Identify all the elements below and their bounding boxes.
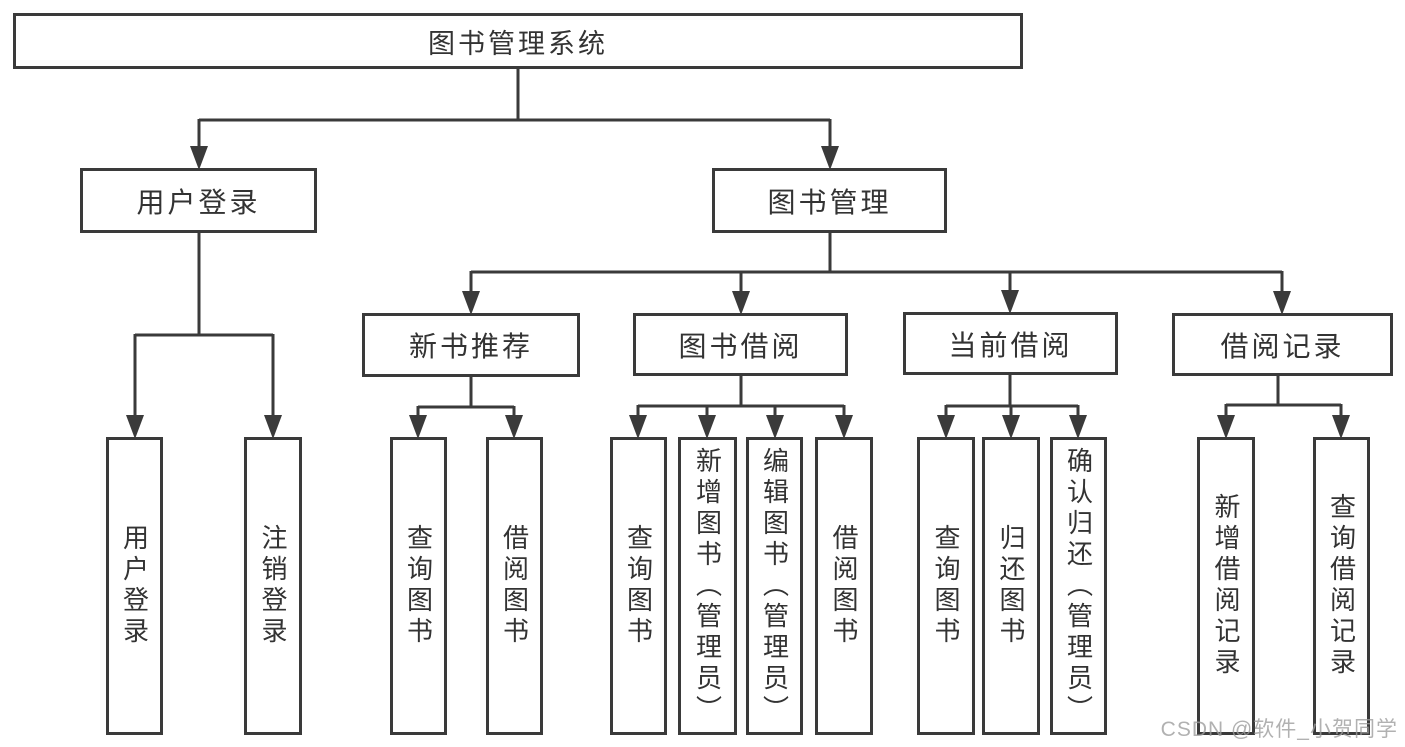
arrowhead [1217, 415, 1235, 439]
leaf-edit-book-admin: 编辑图书（管理员） [746, 437, 803, 735]
leaf-return-book-label: 归还图书 [996, 524, 1026, 648]
arrowhead [1332, 415, 1350, 439]
arrowhead [937, 415, 955, 439]
node-root: 图书管理系统 [13, 13, 1023, 69]
arrowhead [264, 415, 282, 439]
arrowhead [1002, 415, 1020, 439]
arrowhead [1069, 415, 1087, 439]
leaf-user-login-label: 用户登录 [119, 524, 150, 648]
node-book-management: 图书管理 [712, 168, 947, 233]
node-book-borrow: 图书借阅 [633, 313, 848, 376]
arrowhead [732, 291, 750, 315]
arrowhead [1273, 291, 1291, 315]
node-book-management-label: 图书管理 [767, 186, 892, 218]
leaf-edit-book-admin-label: 编辑图书（管理员） [759, 446, 790, 726]
arrowhead [629, 415, 647, 439]
arrowhead [698, 415, 716, 439]
leaf-query-borrow-record: 查询借阅记录 [1313, 437, 1370, 735]
arrowhead [190, 146, 208, 170]
leaf-query-books-recommend-label: 查询图书 [403, 524, 434, 648]
node-current-borrow-label: 当前借阅 [948, 329, 1073, 361]
leaf-query-borrow-record-label: 查询借阅记录 [1326, 493, 1357, 679]
node-new-book-recommend-label: 新书推荐 [408, 331, 533, 362]
arrowhead [462, 291, 480, 315]
node-new-book-recommend: 新书推荐 [362, 313, 580, 377]
arrowhead [126, 415, 144, 439]
leaf-add-borrow-record-label: 新增借阅记录 [1211, 493, 1241, 679]
leaf-borrow-books-label: 借阅图书 [829, 524, 859, 648]
leaf-return-book: 归还图书 [982, 437, 1040, 735]
leaf-query-books-current-label: 查询图书 [931, 524, 961, 648]
node-borrow-record-label: 借阅记录 [1220, 330, 1345, 362]
leaf-add-book-admin: 新增图书（管理员） [678, 437, 737, 735]
arrowhead [505, 415, 523, 439]
leaf-logout: 注销登录 [244, 437, 302, 735]
node-user-login: 用户登录 [80, 168, 317, 233]
arrowhead [821, 146, 839, 170]
arrowhead [409, 415, 427, 439]
leaf-query-books-borrow-label: 查询图书 [623, 524, 654, 648]
leaf-logout-label: 注销登录 [258, 524, 288, 648]
node-user-login-label: 用户登录 [136, 186, 261, 218]
leaf-query-books-borrow: 查询图书 [610, 437, 667, 735]
leaf-query-books-recommend: 查询图书 [390, 437, 447, 735]
node-root-label: 图书管理系统 [428, 28, 608, 59]
node-current-borrow: 当前借阅 [903, 312, 1118, 375]
watermark: CSDN @软件_小贺同学 [1160, 718, 1398, 741]
leaf-query-books-current: 查询图书 [917, 437, 975, 735]
leaf-confirm-return-admin-label: 确认归还（管理员） [1063, 446, 1094, 726]
node-book-borrow-label: 图书借阅 [678, 330, 803, 362]
leaf-user-login: 用户登录 [106, 437, 163, 735]
leaf-borrow-books-recommend: 借阅图书 [486, 437, 543, 735]
leaf-borrow-books-recommend-label: 借阅图书 [499, 524, 530, 648]
leaf-borrow-books: 借阅图书 [815, 437, 873, 735]
node-borrow-record: 借阅记录 [1172, 313, 1393, 376]
arrowhead [1001, 290, 1019, 314]
leaf-add-borrow-record: 新增借阅记录 [1197, 437, 1255, 735]
arrowhead [766, 415, 784, 439]
arrowhead [835, 415, 853, 439]
leaf-add-book-admin-label: 新增图书（管理员） [692, 446, 723, 726]
leaf-confirm-return-admin: 确认归还（管理员） [1050, 437, 1107, 735]
